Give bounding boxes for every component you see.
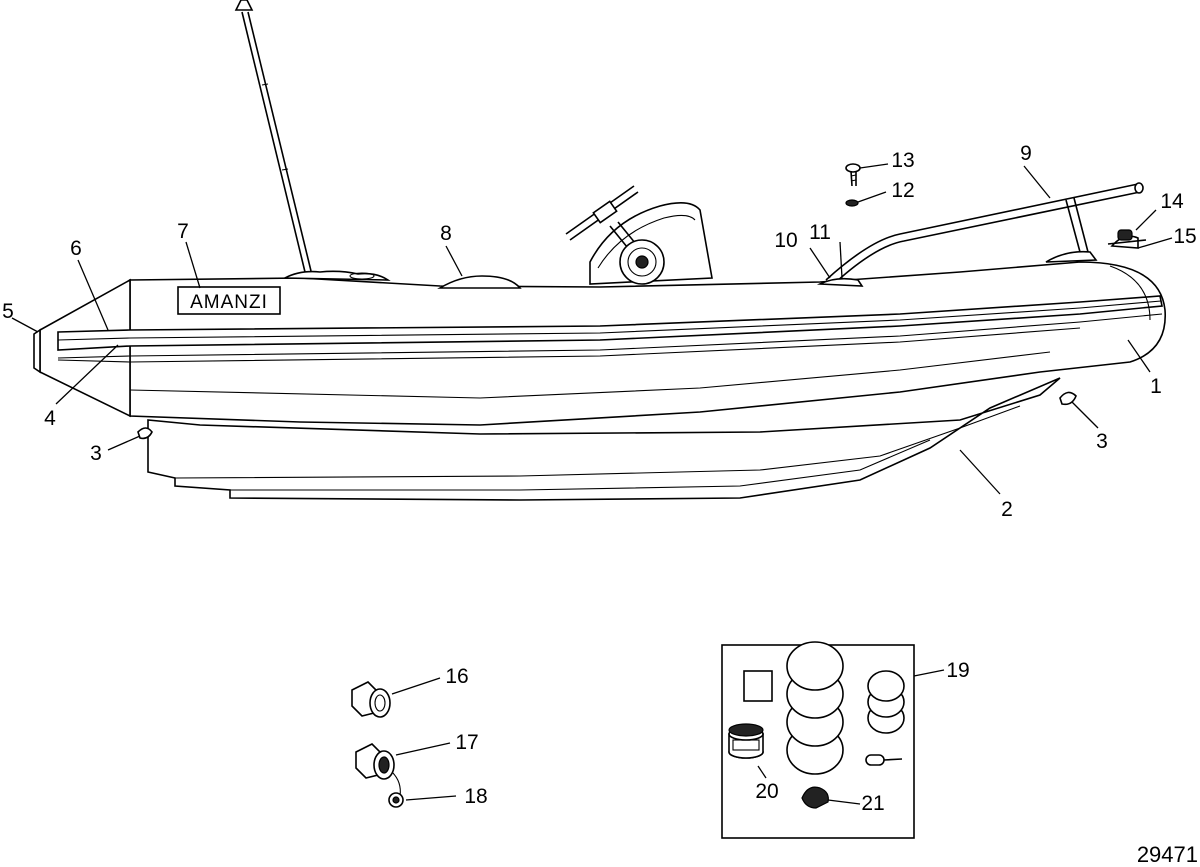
inflatable-tube (33, 261, 1166, 426)
drain-plug-17 (355, 742, 451, 797)
callout-5: 5 (2, 300, 14, 323)
callout-10: 10 (774, 229, 797, 252)
repair-kit-box (721, 641, 945, 839)
callout-15: 15 (1173, 225, 1196, 248)
callout-14: 14 (1160, 190, 1184, 213)
callout-8: 8 (440, 222, 452, 245)
callout-3-bow: 3 (1096, 430, 1108, 453)
callout-11: 11 (809, 221, 831, 244)
callout-7: 7 (177, 220, 189, 243)
glue-can (728, 723, 764, 759)
callout-17: 17 (455, 731, 478, 754)
hull (147, 377, 1061, 501)
callout-21: 21 (861, 792, 884, 815)
callout-4: 4 (44, 407, 56, 430)
drain-plug-16 (351, 677, 441, 718)
callout-18: 18 (464, 785, 487, 808)
callout-3-stern: 3 (90, 442, 102, 465)
valve-wrench (801, 786, 861, 809)
steering-wheel (565, 185, 665, 285)
callout-12: 12 (891, 179, 914, 202)
washer (845, 199, 859, 207)
callout-2: 2 (1001, 498, 1013, 521)
brand-decal: AMANZI (177, 286, 281, 315)
leader-lines (11, 163, 1173, 495)
bow-fitting (1107, 229, 1147, 249)
callout-6: 6 (70, 237, 82, 260)
callout-19: 19 (946, 659, 969, 682)
antenna (234, 0, 312, 273)
figure-number: 29471 (1137, 842, 1198, 867)
drain-plug-cap-18 (388, 792, 457, 808)
callout-9: 9 (1020, 142, 1032, 165)
callout-1: 1 (1150, 375, 1162, 398)
brand-label: AMANZI (190, 292, 268, 313)
callout-13: 13 (891, 149, 914, 172)
deck-fittings (137, 163, 1147, 440)
callout-20: 20 (755, 780, 778, 803)
callout-16: 16 (445, 665, 468, 688)
screw (845, 163, 861, 187)
bow-rail (816, 182, 1144, 287)
callout-labels: 1 2 3 3 4 5 6 7 8 9 10 11 12 13 14 15 16… (2, 142, 1197, 815)
